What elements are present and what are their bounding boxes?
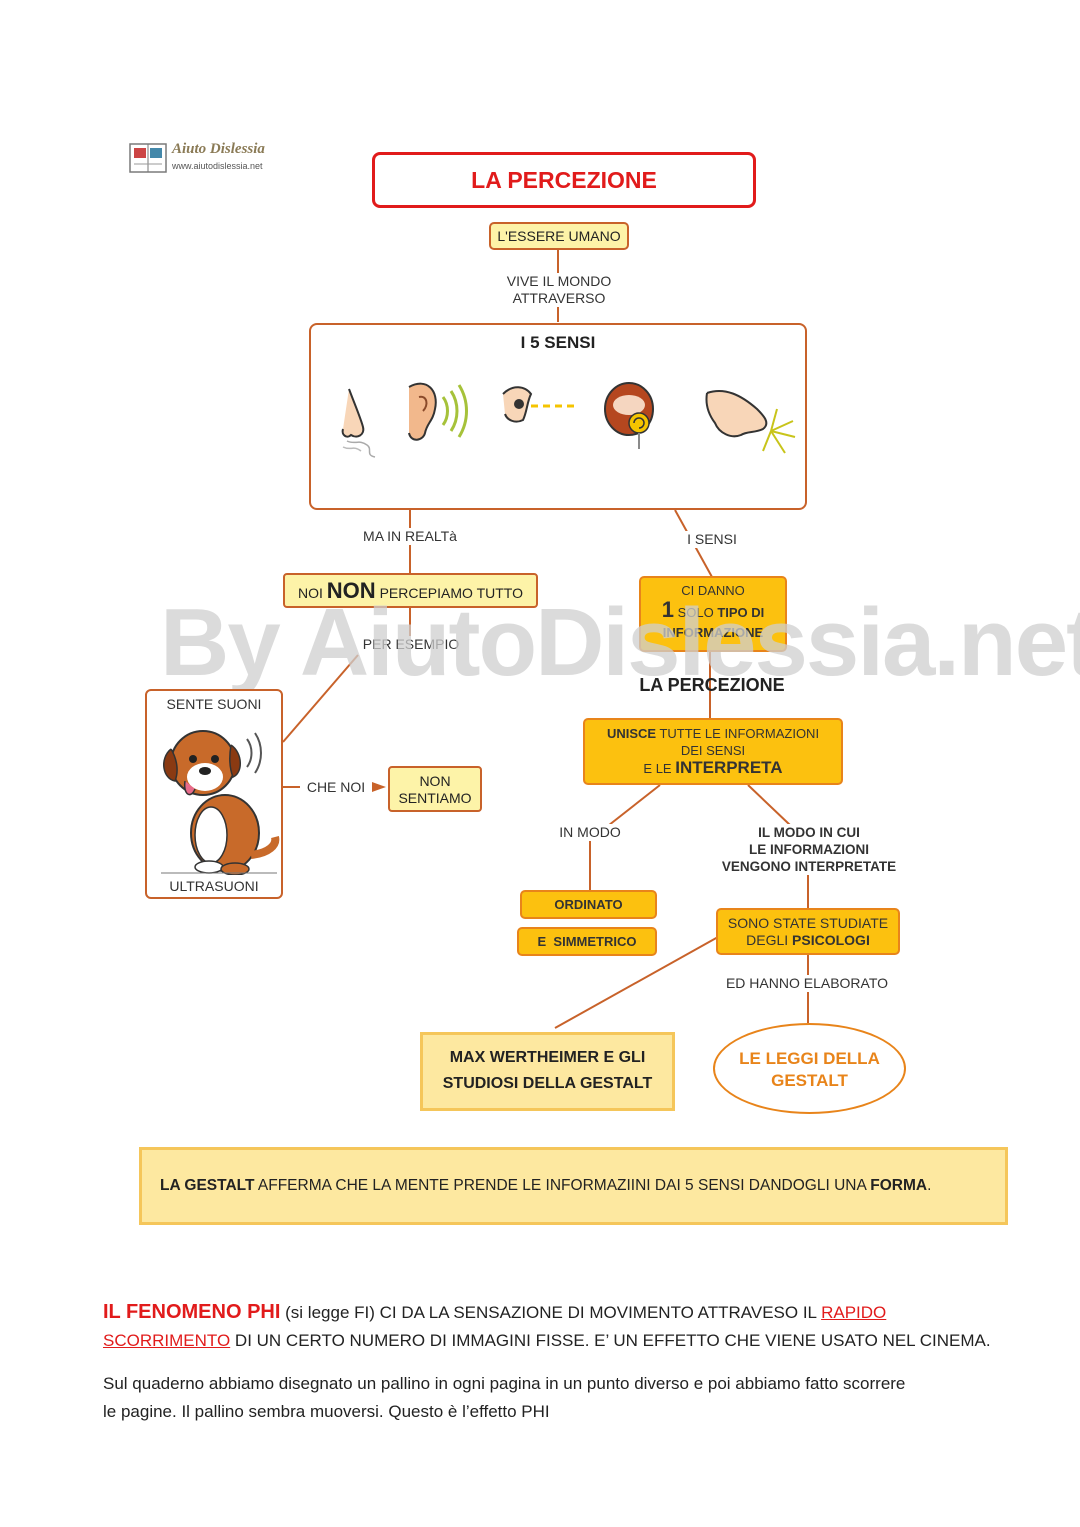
node-unite: UNISCE TUTTE LE INFORMAZIONI DEI SENSI E… — [583, 718, 843, 785]
node-not-all: NOI NON PERCEPIAMO TUTTO — [283, 573, 538, 608]
phi-paragraph: IL FENOMENO PHI (si legge FI) CI DA LA S… — [103, 1301, 991, 1350]
mouth-icon — [604, 382, 654, 449]
logo-url: www.aiutodislessia.net — [172, 161, 263, 171]
logo: Aiuto Dislessia www.aiutodislessia.net — [128, 140, 278, 176]
dog-top-label: SENTE SUONI — [166, 696, 262, 712]
node-give: CI DANNO 1 SOLO TIPO DI INFORMAZIONE — [639, 576, 787, 652]
edge-label-but: MA IN REALTà — [350, 528, 470, 545]
node-laws: LE LEGGI DELLA GESTALT — [713, 1023, 906, 1114]
eye-icon — [502, 386, 577, 423]
node-symmetric: E SIMMETRICO — [517, 927, 657, 956]
edge-label-in-mode: IN MODO — [548, 824, 632, 841]
senses-title: I 5 SENSI — [520, 333, 596, 352]
logo-name: Aiuto Dislessia — [172, 141, 265, 157]
dog-box: SENTE SUONI ULTRASUONI — [145, 689, 283, 899]
gestalt-box: LA GESTALT AFFERMA CHE LA MENTE PRENDE L… — [139, 1147, 1008, 1225]
node-max: MAX WERTHEIMER E GLI STUDIOSI DELLA GEST… — [420, 1032, 675, 1111]
perception-label: LA PERCEZIONE — [639, 675, 785, 695]
edge-label-mode: IL MODO IN CUI LE INFORMAZIONI VENGONO I… — [700, 824, 918, 875]
edge-label-lives: VIVE IL MONDO ATTRAVERSO — [478, 273, 640, 307]
edge-label-example: PER ESEMPIO — [355, 636, 467, 653]
senses-box: I 5 SENSI — [309, 323, 807, 510]
hand-icon — [705, 390, 796, 454]
title-box: LA PERCEZIONE — [372, 152, 756, 208]
edge-label-elaborated: ED HANNO ELABORATO — [718, 975, 896, 992]
watermark: By AiutoDislessia.net — [160, 589, 1080, 696]
page-title: LA PERCEZIONE — [471, 167, 657, 193]
ear-icon — [408, 382, 468, 441]
edge-label-we: CHE NOI — [300, 779, 372, 796]
node-ordered: ORDINATO — [520, 890, 657, 919]
dog-icon — [161, 730, 280, 875]
node-human: L'ESSERE UMANO — [489, 222, 629, 250]
dog-bottom-label: ULTRASUONI — [169, 878, 259, 894]
node-not-hear: NON SENTIAMO — [388, 766, 482, 812]
node-studied: SONO STATE STUDIATE DEGLI PSICOLOGI — [716, 908, 900, 955]
nose-icon — [341, 388, 376, 458]
edge-label-senses: I SENSI — [672, 531, 752, 548]
notebook-paragraph: Sul quaderno abbiamo disegnato un pallin… — [103, 1374, 906, 1421]
book-icon — [129, 143, 167, 173]
